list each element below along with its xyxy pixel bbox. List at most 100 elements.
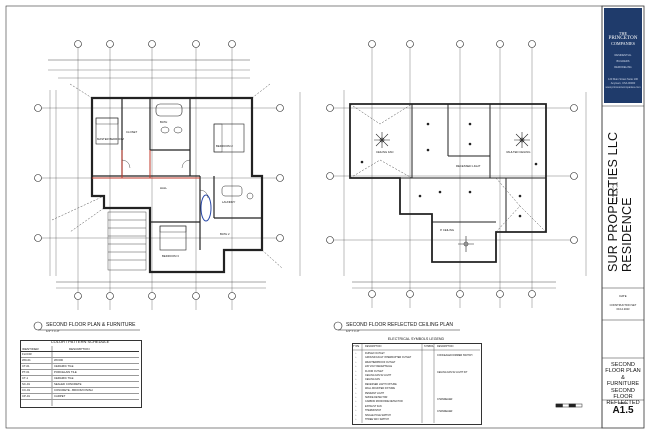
- schedule-id: PT-01: [22, 370, 30, 374]
- legend-item: WEATHERPROOF OUTLET: [365, 360, 396, 364]
- legend-item: CONCEALED DIMMER SWITCH: [437, 354, 473, 357]
- schedule-id: CT-1: [22, 376, 29, 380]
- schedule-desc: PORCELAIN TILE: [54, 370, 77, 374]
- room-label: LAUNDRY: [222, 200, 236, 204]
- rcp-label: RECESSED LIGHT: [456, 164, 481, 168]
- schedule-row: WD-01 WOOD: [21, 357, 139, 364]
- legend-item: WALL MOUNTED FIXTURE: [365, 387, 395, 391]
- legend-item: CHANDELIER: [437, 410, 453, 413]
- schedule-desc: WOOD: [54, 358, 64, 362]
- scale-bar: [555, 403, 583, 408]
- schedule-row: CT-01 CERAMIC TILE: [21, 363, 139, 370]
- schedule-id: CP-01: [22, 394, 30, 398]
- project-address: 123 PINE LANE: [612, 183, 615, 202]
- project-title-block: SUR PROPERTIES LLC RESIDENCE 123 PINE LA…: [606, 131, 640, 272]
- room-label: CLOSET: [126, 130, 138, 134]
- legend-item: CHANDELIER: [437, 398, 453, 401]
- schedule-title: COLOR / PATTERN SCHEDULE: [50, 339, 110, 344]
- legend-item: SINGLE POLE SWITCH: [365, 413, 391, 417]
- legend-symbol-icon: ○: [355, 418, 357, 421]
- firm-address: 123 Main Street Suite 100: [608, 78, 638, 81]
- schedule-desc: CONCRETE - BROOM FINISH: [54, 388, 93, 392]
- firm-name-line: THE: [618, 31, 628, 36]
- firm-address: www.princetoncompanies.com: [605, 86, 641, 89]
- sheet-desc-line: SECOND: [611, 387, 635, 394]
- legend-header: TYPE: [353, 345, 360, 348]
- firm-name-line: PRINCETON: [608, 35, 638, 41]
- legend-symbol-icon: ○: [355, 409, 357, 413]
- legend-header: DESCRIPTION: [365, 345, 382, 348]
- legend-symbol-icon: ○: [355, 396, 357, 399]
- schedule-col: IDENTIFIER: [22, 347, 39, 351]
- room-label: BATH: [160, 120, 168, 124]
- legend-header: DESCRIPTION: [437, 345, 454, 348]
- schedule-row: PT-01 PORCELAIN TILE: [21, 369, 139, 376]
- legend-item: GROUND FAULT INTERRUPTER OUTLET: [365, 356, 412, 360]
- firm-service: RESIDENTIAL: [614, 54, 632, 57]
- legend-item: CEILING FAN W/ LIGHT KIT: [437, 371, 468, 374]
- legend-symbol-icon: ○: [355, 356, 357, 360]
- date-value: 09.14.2023: [616, 308, 630, 311]
- legend-symbol-icon: ○: [355, 374, 357, 377]
- rcp-label: 9' CEILING: [440, 228, 455, 232]
- legend-item: PENDANT LIGHT: [365, 391, 385, 395]
- schedule-id: SC-01: [22, 382, 30, 386]
- legend-item: THREE WAY SWITCH: [365, 418, 389, 421]
- sheet-label: SHEET: [618, 402, 628, 405]
- schedule-id: CC-01: [22, 388, 31, 392]
- schedule-desc: CARPET: [54, 394, 66, 398]
- firm-name-line: COMPANIES: [611, 41, 635, 46]
- project-address: ANYTOWN, USA: [616, 182, 619, 202]
- legend-item: FLOOR OUTLET: [365, 369, 384, 373]
- sheet-description: SECOND FLOOR PLAN & FURNITURE SECOND FLO…: [604, 362, 642, 407]
- plan-title: SECOND FLOOR REFLECTED CEILING PLAN: [346, 322, 453, 328]
- project-title: SUR PROPERTIES LLC: [606, 131, 620, 272]
- legend-item: CEILING FAN: [365, 378, 380, 382]
- date-value: CONSTRUCTION SET: [609, 304, 637, 307]
- date-label: DATE: [619, 294, 627, 298]
- firm-service: REMODELING: [614, 66, 632, 69]
- schedule-header: IDENTIFIER DESCRIPTION: [21, 346, 139, 352]
- reflected-ceiling-plan: [326, 40, 587, 308]
- legend-item: 220 VOLT RECEPTACLE: [365, 365, 393, 369]
- legend-symbol-icon: ○: [355, 378, 357, 382]
- legend-symbol-icon: ○: [355, 413, 357, 417]
- schedule-id: WD-01: [22, 358, 31, 362]
- room-label: BEDROOM 3: [162, 254, 179, 258]
- plan-title: SECOND FLOOR PLAN & FURNITURE: [46, 322, 136, 328]
- legend-symbol-icon: ○: [355, 365, 357, 369]
- sheet-desc-line: SECOND: [611, 362, 635, 368]
- sheet-number: A1.5: [612, 405, 634, 416]
- sheet-desc-line: FLOOR PLAN &: [605, 368, 641, 381]
- legend-symbol-icon: ○: [355, 369, 357, 373]
- schedule-row: CC-01 CONCRETE - BROOM FINISH: [21, 387, 139, 394]
- firm-block: [604, 8, 642, 103]
- sheet-desc-line: REFLECTED: [606, 400, 640, 407]
- room-label: BATH 2: [220, 232, 230, 236]
- rcp-label: VAULTED CEILING: [506, 150, 531, 154]
- legend-item: EXHAUST FAN: [365, 404, 382, 408]
- schedule-id: CT-01: [22, 364, 30, 368]
- firm-name: THE PRINCETON COMPANIES: [604, 31, 642, 46]
- legend-symbol-icon: ○: [355, 387, 357, 391]
- schedule-row: CP-01 CARPET: [21, 393, 139, 400]
- rcp-label: CEILING FAN: [376, 150, 394, 154]
- legend-item: DUPLEX OUTLET: [365, 352, 385, 355]
- legend-title: ELECTRICAL SYMBOLS LEGEND: [387, 337, 445, 341]
- sheet-desc-line: FURNITURE: [606, 381, 640, 388]
- schedule-desc: CERAMIC TILE: [54, 364, 74, 368]
- legend-symbol-icon: ○: [355, 360, 357, 364]
- room-label: BEDROOM 2: [216, 144, 233, 148]
- schedule-col: DESCRIPTION: [69, 347, 90, 351]
- legend-item: SMOKE DETECTOR: [365, 396, 388, 399]
- legend-header: SYMBOL: [424, 345, 434, 348]
- legend-item: RECESSED LIGHT FIXTURE: [365, 382, 397, 386]
- firm-service: BUILDERS: [616, 60, 630, 63]
- firm-address: Anytown, USA 00000: [610, 82, 636, 85]
- room-label: HALL: [160, 186, 167, 190]
- schedule-id: FLOOR: [22, 352, 32, 356]
- legend-item: CEILING FAN W/ LIGHT: [365, 374, 392, 377]
- detail-marker: [33, 321, 43, 331]
